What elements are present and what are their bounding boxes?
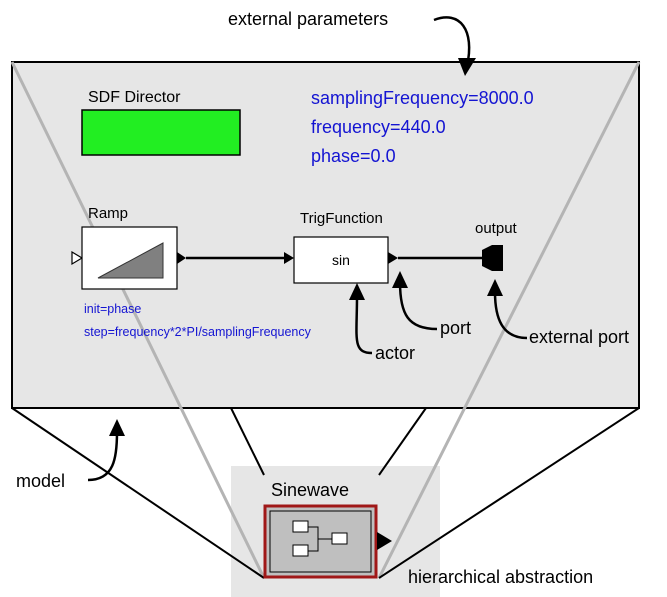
- arrowhead-external-port: [487, 279, 503, 296]
- arrowhead-actor: [349, 283, 365, 300]
- trig-function-actor[interactable]: [293, 236, 389, 284]
- hierarchy-icon: [292, 520, 348, 557]
- director-label: SDF Director: [88, 89, 181, 106]
- arrow-external-port: [493, 291, 528, 340]
- arrow-actor: [355, 295, 373, 355]
- composite-output-port-icon[interactable]: [377, 532, 392, 550]
- arrow-model: [87, 431, 119, 482]
- trig-function-sin: sin: [332, 252, 350, 268]
- ramp-slope-icon: [97, 242, 164, 279]
- projection-line-bottom-left: [11, 407, 265, 579]
- parameter-phase[interactable]: phase=0.0: [311, 146, 396, 166]
- trig-input-port-icon[interactable]: [284, 252, 294, 264]
- trig-output-port-icon[interactable]: [388, 252, 398, 264]
- ramp-input-port-icon[interactable]: [71, 250, 84, 266]
- ramp-step-parameter[interactable]: step=frequency*2*PI/samplingFrequency: [84, 325, 312, 339]
- annotation-external-port: external port: [529, 327, 629, 347]
- annotation-port: port: [440, 318, 471, 338]
- projection-line-top-right: [377, 61, 641, 579]
- annotation-model: model: [16, 471, 65, 491]
- arrow-external-parameters: [433, 16, 471, 67]
- ramp-label: Ramp: [88, 205, 128, 222]
- sdf-director[interactable]: [81, 109, 241, 156]
- projection-line-inner-left: [230, 407, 265, 476]
- composite-inner-frame: [269, 510, 372, 573]
- annotation-actor: actor: [375, 343, 415, 363]
- trig-function-label: TrigFunction: [300, 210, 383, 227]
- parameter-frequency[interactable]: frequency=440.0: [311, 117, 446, 137]
- ramp-init-parameter[interactable]: init=phase: [84, 302, 141, 316]
- ramp-output-port-icon[interactable]: [177, 252, 186, 264]
- projection-line-bottom-right: [378, 407, 640, 579]
- annotation-external-parameters: external parameters: [228, 9, 388, 29]
- external-output-port-icon[interactable]: [482, 245, 503, 271]
- arrowhead-model: [109, 419, 125, 436]
- arrowhead-external-parameters: [458, 58, 476, 76]
- arrow-port: [398, 281, 438, 331]
- annotation-hierarchical-abstraction: hierarchical abstraction: [408, 567, 593, 587]
- parameter-sampling-frequency[interactable]: samplingFrequency=8000.0: [311, 88, 534, 108]
- projection-line-top-left: [10, 61, 266, 579]
- projection-line-inner-right: [378, 407, 427, 476]
- sinewave-composite-actor[interactable]: [263, 504, 378, 579]
- arrowhead-port: [392, 271, 408, 288]
- output-port-label: output: [475, 220, 518, 237]
- composite-label: Sinewave: [271, 480, 349, 500]
